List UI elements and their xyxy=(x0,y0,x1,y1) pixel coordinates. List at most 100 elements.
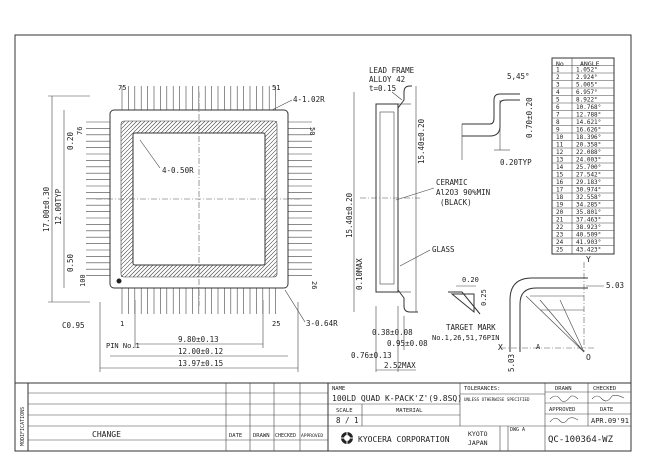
lead-angle-label: 5,45° xyxy=(507,72,530,81)
title-block: MODIFICATIONS CHANGE DATE DRAWN CHECKED … xyxy=(14,382,632,452)
dim-overall-height: 17.00±0.30 xyxy=(42,186,51,232)
angle-table-angle: 22.088° xyxy=(576,149,601,156)
drawing-name: 100LD QUAD K-PACK'Z'(9.8SQ) xyxy=(332,394,462,403)
angle-table-header-angle: ANGLE xyxy=(580,60,600,68)
angle-table-angle: 20.358° xyxy=(576,142,601,149)
angle-table-no: 3 xyxy=(556,82,560,89)
angle-table-angle: 1.052° xyxy=(576,67,598,74)
corner-dim-horizontal: 5.03 xyxy=(507,354,516,372)
approved-label: APPROVED xyxy=(549,407,576,413)
corner-point-a: A xyxy=(536,343,541,351)
pin-label-50: 50 xyxy=(308,127,316,135)
drawn-label: DRAWN xyxy=(555,386,572,392)
dim-body-width: 12.00±0.12 xyxy=(178,347,223,356)
target-mark-pins: No.1,26,51,76PIN xyxy=(432,334,499,342)
angle-table-angle: 43.423° xyxy=(576,247,601,254)
angle-table-angle: 34.285° xyxy=(576,202,601,209)
dim-cavity-width: 9.80±0.13 xyxy=(178,335,219,344)
pin1-marker xyxy=(116,278,122,284)
target-dim-2: 0.25 xyxy=(480,289,488,306)
angle-table-no: 21 xyxy=(556,217,564,224)
hatch-line xyxy=(244,121,277,277)
dim-side-lead: 15.40±0.20 xyxy=(417,118,426,164)
company-name: KYOCERA CORPORATION xyxy=(358,435,450,444)
angle-table-angle: 16.626° xyxy=(576,127,601,134)
top-view: 75 51 76 50 100 26 25 1 4-1.02R 4-0.50R … xyxy=(42,84,338,372)
scale-value: 8 / 1 xyxy=(336,416,359,425)
angle-table-angle: 25.700° xyxy=(576,164,601,171)
ceramic-color-label: (BLACK) xyxy=(440,198,472,207)
angle-table-angle: 30.974° xyxy=(576,187,601,194)
lead-detail: 5,45° 0.70±0.20 0.20TYP xyxy=(461,72,534,167)
angle-table-angle: 2.924° xyxy=(576,74,598,81)
pin-label-1: 1 xyxy=(120,320,124,328)
corner-origin: O xyxy=(586,353,591,362)
angle-table-no: 13 xyxy=(556,157,564,164)
angle-table-angle: 35.801° xyxy=(576,209,601,216)
angle-table-header-no: No xyxy=(556,60,564,68)
angle-table-angle: 32.558° xyxy=(576,194,601,201)
pin-label-100: 100 xyxy=(79,274,87,287)
angle-table-no: 9 xyxy=(556,127,560,134)
ceramic-label: CERAMIC xyxy=(436,178,468,187)
drawn-signature xyxy=(549,395,579,402)
chamfer-label: C0.95 xyxy=(62,321,85,330)
hatch-line xyxy=(121,121,154,277)
change-column-label: CHANGE xyxy=(92,430,121,439)
angle-table-no: 14 xyxy=(556,164,564,171)
checked-signature xyxy=(591,395,625,402)
angle-table-angle: 29.183° xyxy=(576,179,601,186)
pin-label-75: 75 xyxy=(118,84,126,92)
angle-table-angle: 14.621° xyxy=(576,119,601,126)
corner-dim-vertical: 5.03 xyxy=(606,281,624,290)
dim-lead-pitch: 0.50 xyxy=(66,253,75,272)
angle-table-no: 20 xyxy=(556,209,564,216)
angle-table-no: 8 xyxy=(556,119,560,126)
angle-table-angle: 5.005° xyxy=(576,82,598,89)
hatch-line xyxy=(121,121,150,277)
target-mark-label: TARGET MARK xyxy=(446,323,496,332)
angle-table-no: 11 xyxy=(556,142,564,149)
pin-label-26: 26 xyxy=(310,281,318,289)
angle-table-no: 18 xyxy=(556,194,564,201)
target-mark-detail: 0.20 0.25 TARGET MARK No.1,26,51,76PIN xyxy=(432,276,499,342)
date-column-label: DATE xyxy=(229,433,242,439)
angle-table-no: 2 xyxy=(556,74,560,81)
pin-label-25: 25 xyxy=(272,320,280,328)
angle-table-angle: 12.788° xyxy=(576,112,601,119)
approved-signature xyxy=(549,417,579,423)
alloy-label: ALLOY 42 xyxy=(369,75,405,84)
radius-label-lead: 3-0.64R xyxy=(306,319,338,328)
dim-lead-thickness: 0.70±0.20 xyxy=(525,97,534,138)
angle-table-no: 10 xyxy=(556,134,564,141)
name-label: NAME xyxy=(332,386,345,392)
side-view: LEAD FRAME ALLOY 42 t=0.15 CERAMIC Al2O3… xyxy=(345,66,490,372)
angle-table-angle: 18.396° xyxy=(576,134,601,141)
approval-date: APR.09'91 xyxy=(591,417,629,425)
angle-table-border xyxy=(551,57,615,255)
angle-table-angle: 40.509° xyxy=(576,232,601,239)
angle-table-angle: 37.463° xyxy=(576,217,601,224)
angle-table-no: 23 xyxy=(556,232,564,239)
dwg-label: DWG A xyxy=(510,427,525,433)
hatch-line xyxy=(240,121,277,277)
drawing-number: QC-100364-WZ xyxy=(548,435,614,445)
angle-table-angle: 24.003° xyxy=(576,157,601,164)
corner-axis-y: Y xyxy=(586,255,591,264)
radius-label-corner: 4-1.02R xyxy=(293,95,325,104)
kyocera-logo-icon xyxy=(341,432,353,444)
angle-table-no: 16 xyxy=(556,179,564,186)
angle-table-angle: 38.923° xyxy=(576,224,601,231)
angle-table-angle: 27.542° xyxy=(576,172,601,179)
angle-table-no: 12 xyxy=(556,149,564,156)
angle-table-angle: 6.957° xyxy=(576,89,598,96)
dim-lead-typ: 0.20TYP xyxy=(500,158,532,167)
radius-label-cavity: 4-0.50R xyxy=(162,166,194,175)
checked-label: CHECKED xyxy=(593,386,616,392)
angle-table-no: 5 xyxy=(556,97,560,104)
corner-detail: Y X O A 5.03 5.03 xyxy=(498,255,624,372)
material-label: MATERIAL xyxy=(396,408,423,414)
side-lead-bottom xyxy=(397,289,418,313)
date-label: DATE xyxy=(600,407,613,413)
